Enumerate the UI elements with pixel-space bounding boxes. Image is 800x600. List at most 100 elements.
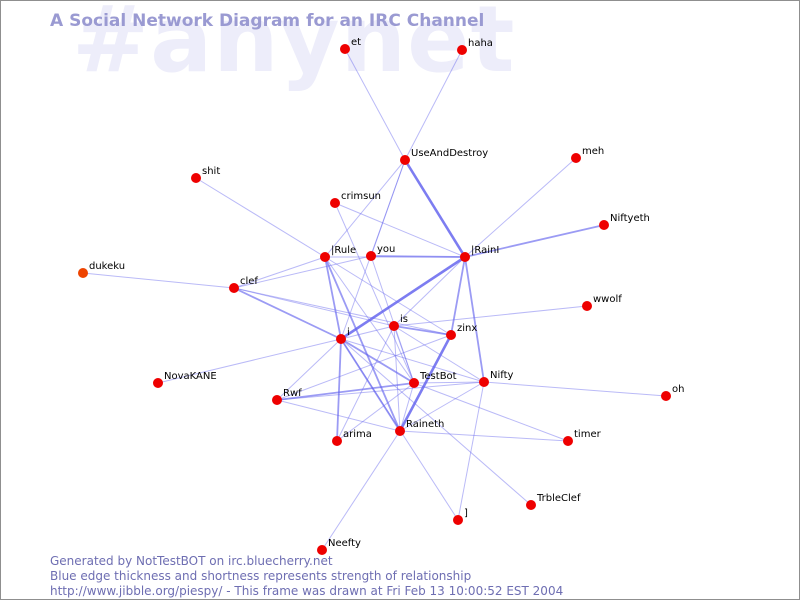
node-dot[interactable] [571, 153, 581, 163]
node-crimsun[interactable]: crimsun [330, 191, 381, 208]
node-label: NovaKANE [164, 371, 217, 382]
node-dot[interactable] [317, 545, 327, 555]
edge-Niftyeth-IRainI [464, 224, 605, 258]
node-dot[interactable] [330, 198, 340, 208]
node-dot[interactable] [366, 251, 376, 261]
node-meh[interactable]: meh [571, 146, 604, 163]
node-label: Raineth [406, 419, 444, 430]
edge-IRainI-Nifty [464, 256, 485, 383]
edge-is-TestBot [393, 325, 415, 384]
edge-wwolf-is [393, 305, 588, 327]
node-dot[interactable] [272, 395, 282, 405]
diagram-title: A Social Network Diagram for an IRC Chan… [50, 11, 485, 31]
edge-IRainI-is [393, 256, 466, 327]
node-dot[interactable] [661, 391, 671, 401]
node-dot[interactable] [563, 436, 573, 446]
node-Rwf[interactable]: Rwf [272, 388, 302, 405]
node-dot[interactable] [479, 377, 489, 387]
node-Niftyeth[interactable]: Niftyeth [599, 213, 650, 230]
edge-is-Nifty [393, 325, 485, 383]
edge-UseAndDestroy-i [340, 159, 406, 340]
edge-TestBot-arima [336, 382, 415, 442]
node-label: arima [343, 429, 372, 440]
edge-Nifty-bracket [457, 381, 485, 521]
edge-IRule-clef [233, 256, 326, 289]
footer-generated-by: Generated by NotTestBOT on irc.bluecherr… [50, 554, 333, 568]
edge-shit-IRule [195, 177, 326, 258]
edge-TestBot-Nifty [413, 381, 485, 384]
node-IRule[interactable]: |Rule [320, 245, 356, 262]
node-dot[interactable] [400, 155, 410, 165]
node-TestBot[interactable]: TestBot [409, 371, 457, 388]
node-shit[interactable]: shit [191, 166, 220, 183]
channel-watermark: #anynet [72, 0, 516, 93]
node-dot[interactable] [332, 436, 342, 446]
node-dot[interactable] [526, 500, 536, 510]
edge-crimsun-IRainI [334, 202, 466, 258]
edge-UseAndDestroy-IRule [324, 159, 406, 258]
node-oh[interactable]: oh [661, 384, 684, 401]
node-dot[interactable] [389, 321, 399, 331]
edge-Nifty-Rwf [276, 381, 485, 401]
node-you[interactable]: you [366, 244, 395, 261]
node-haha[interactable]: haha [457, 38, 493, 55]
node-dot[interactable] [453, 515, 463, 525]
node-dot[interactable] [191, 173, 201, 183]
node-dot[interactable] [78, 268, 88, 278]
node-label: timer [574, 429, 602, 440]
edge-is-Raineth [393, 325, 401, 432]
footer-url-line: http://www.jibble.org/piespy/ - This fra… [50, 584, 564, 598]
edge-i-Rwf [276, 338, 342, 401]
node-label: Niftyeth [610, 213, 650, 224]
edge-clef-is [233, 287, 395, 327]
node-dot[interactable] [457, 45, 467, 55]
edge-is-zinx [393, 325, 452, 336]
node-label: zinx [457, 323, 477, 334]
node-dot[interactable] [460, 252, 470, 262]
node-TrbleClef[interactable]: TrbleClef [526, 493, 581, 510]
edge-TestBot-Rwf [276, 382, 415, 401]
edge-i-arima [336, 338, 342, 442]
node-label: UseAndDestroy [411, 148, 488, 159]
node-Nifty[interactable]: Nifty [479, 370, 514, 387]
node-dot[interactable] [395, 426, 405, 436]
edge-UseAndDestroy-you [370, 159, 406, 257]
edge-is-i [340, 325, 395, 340]
node-timer[interactable]: timer [563, 429, 602, 446]
node-label: oh [672, 384, 684, 395]
node-label: ] [464, 508, 468, 519]
node-dukeku[interactable]: dukeku [78, 261, 125, 278]
edge-Raineth-Neefty [321, 430, 401, 551]
node-is[interactable]: is [389, 314, 408, 331]
node-IRainI[interactable]: |RainI [460, 245, 499, 262]
node-UseAndDestroy[interactable]: UseAndDestroy [400, 148, 488, 165]
node-et[interactable]: et [340, 37, 361, 54]
node-NovaKANE[interactable]: NovaKANE [153, 371, 217, 388]
edge-zinx-Raineth [398, 334, 453, 432]
node-i[interactable]: i [336, 327, 350, 344]
edge-crimsun-TestBot [334, 202, 415, 384]
edge-layer [82, 48, 667, 551]
node-arima[interactable]: arima [332, 429, 372, 446]
node-dot[interactable] [340, 44, 350, 54]
edge-IRule-zinx [324, 256, 452, 336]
node-dot[interactable] [409, 378, 419, 388]
edge-clef-i [233, 287, 342, 340]
node-dot[interactable] [153, 378, 163, 388]
node-clef[interactable]: clef [229, 276, 258, 293]
node-label: shit [202, 166, 220, 177]
node-zinx[interactable]: zinx [446, 323, 477, 340]
node-Raineth[interactable]: Raineth [395, 419, 444, 436]
node-dot[interactable] [599, 220, 609, 230]
node-dot[interactable] [229, 283, 239, 293]
edge-IRainI-i [340, 255, 466, 341]
node-dot[interactable] [582, 301, 592, 311]
node-dot[interactable] [336, 334, 346, 344]
node-bracket[interactable]: ] [453, 508, 468, 525]
node-Neefty[interactable]: Neefty [317, 538, 361, 555]
node-label: Rwf [283, 388, 302, 399]
node-wwolf[interactable]: wwolf [582, 294, 622, 311]
node-dot[interactable] [446, 330, 456, 340]
node-dot[interactable] [320, 252, 330, 262]
